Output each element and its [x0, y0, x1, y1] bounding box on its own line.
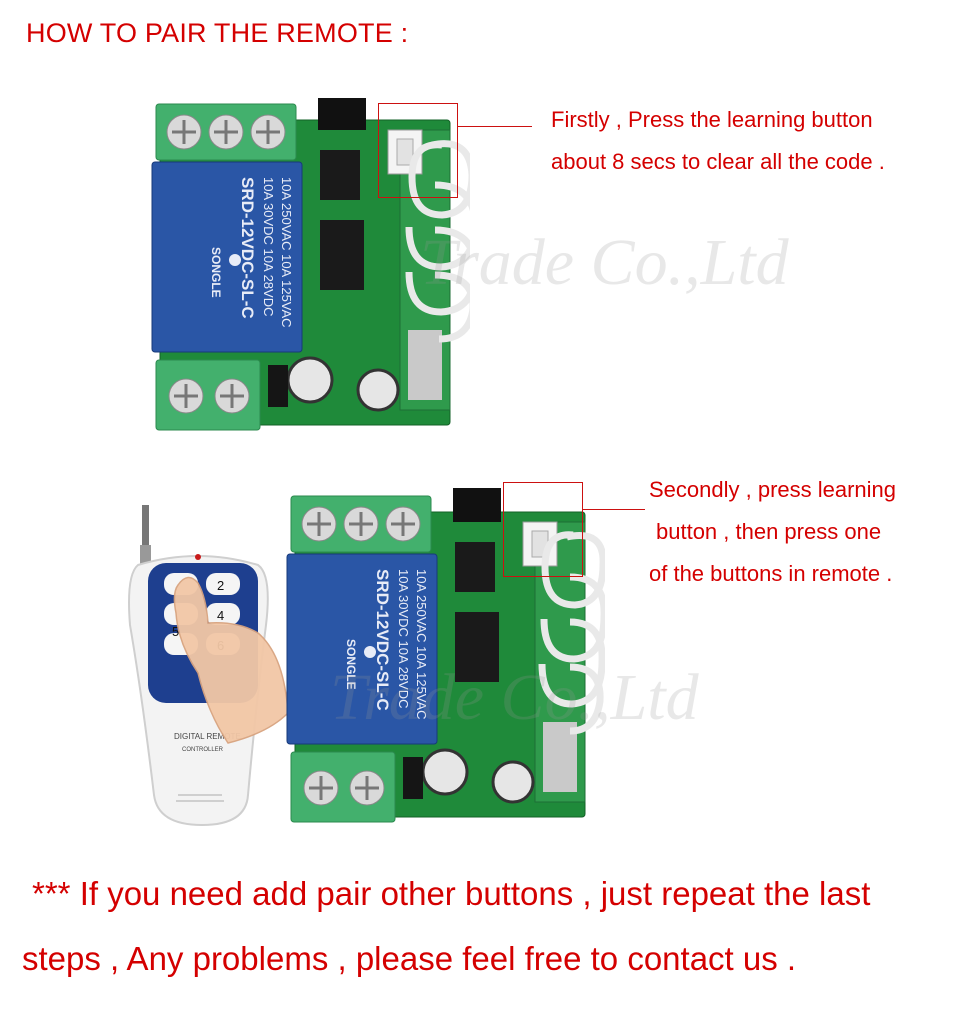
- terminal-block-top: [290, 495, 432, 553]
- terminal-block-top: [155, 103, 297, 161]
- receiver-board-image-1: 10A 250VAC 10A 125VAC 10A 30VDC 10A 28VD…: [151, 98, 470, 431]
- svg-text:SONGLE: SONGLE: [344, 639, 358, 690]
- remote-label-1: DIGITAL REMOTE: [174, 732, 241, 741]
- step2-text-line1: Secondly , press learning: [649, 477, 897, 502]
- antenna-coil: [405, 140, 470, 343]
- learning-button-highlight-1: [378, 103, 458, 198]
- svg-text:10A 250VAC 10A 125VAC: 10A 250VAC 10A 125VAC: [279, 177, 294, 328]
- remote-control-image: 2 4 5 6 DIGITAL REMOTE CONTROLLER: [128, 505, 289, 827]
- leader-line-1: [458, 126, 532, 127]
- learning-button-highlight-2: [503, 482, 583, 577]
- watermark-1: Trade Co.,Ltd: [420, 226, 789, 299]
- svg-text:SONGLE: SONGLE: [209, 247, 223, 298]
- terminal-block-bottom: [290, 751, 396, 823]
- remote-button-4-label: 4: [217, 608, 224, 623]
- remote-button-2-label: 2: [217, 578, 224, 593]
- step2-text-line3: of the buttons in remote .: [649, 561, 893, 586]
- receiver-board-image-2: 10A 250VAC 10A 125VAC 10A 30VDC 10A 28VD…: [286, 488, 605, 823]
- antenna-coil: [538, 531, 605, 735]
- svg-text:10A 250VAC 10A 125VAC: 10A 250VAC 10A 125VAC: [414, 569, 429, 720]
- svg-text:10A 30VDC 10A 28VDC: 10A 30VDC 10A 28VDC: [396, 569, 411, 708]
- step2-text-line2: button , then press one: [656, 519, 882, 544]
- footer-text-line2: steps , Any problems , please feel free …: [22, 940, 797, 977]
- relay: 10A 250VAC 10A 125VAC 10A 30VDC 10A 28VD…: [151, 161, 303, 353]
- leader-line-2: [583, 509, 645, 510]
- step1-text-line2: about 8 secs to clear all the code .: [551, 149, 885, 174]
- terminal-block-bottom: [155, 359, 261, 431]
- watermark-2: Trade Co.,Ltd: [330, 661, 699, 734]
- footer-text-line1: *** If you need add pair other buttons ,…: [32, 875, 871, 912]
- relay: 10A 250VAC 10A 125VAC 10A 30VDC 10A 28VD…: [286, 553, 438, 745]
- svg-text:10A 30VDC 10A 28VDC: 10A 30VDC 10A 28VDC: [261, 177, 276, 316]
- remote-button-5-label: 5: [172, 624, 179, 639]
- step1-text-line1: Firstly , Press the learning button: [551, 107, 873, 132]
- remote-label-2: CONTROLLER: [182, 747, 224, 753]
- svg-text:SRD-12VDC-SL-C: SRD-12VDC-SL-C: [238, 177, 257, 319]
- page-title: HOW TO PAIR THE REMOTE :: [26, 18, 409, 48]
- svg-text:SRD-12VDC-SL-C: SRD-12VDC-SL-C: [373, 569, 392, 711]
